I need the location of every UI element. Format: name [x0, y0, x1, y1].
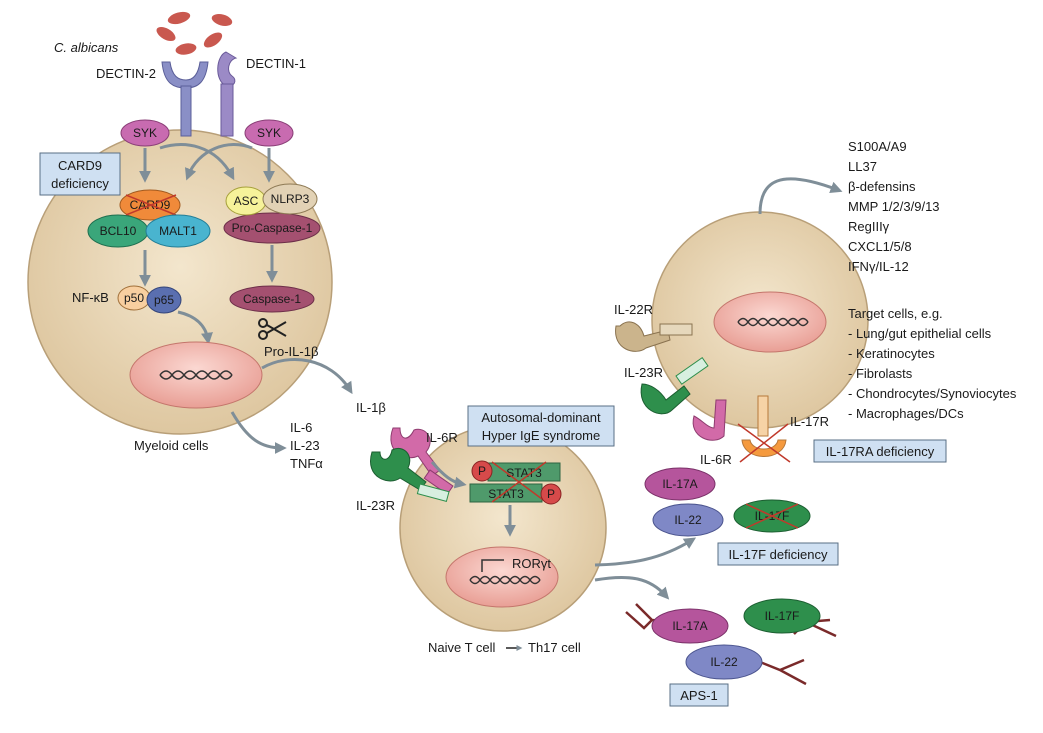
malt1-label: MALT1	[159, 224, 197, 238]
asc-label: ASC	[234, 194, 259, 208]
effector-item: β-defensins	[848, 179, 916, 194]
nlrp3-label: NLRP3	[271, 192, 310, 206]
effector-item: LL37	[848, 159, 877, 174]
p65-label: p65	[154, 293, 174, 307]
scissors-icon	[258, 318, 287, 340]
il-22r-label: IL-22R	[614, 302, 653, 317]
il-17a-bottom-label: IL-17A	[672, 619, 707, 633]
tnfa-label: TNFα	[290, 456, 323, 471]
target-cell-item: - Chondrocytes/Synoviocytes	[848, 386, 1017, 401]
il-23r-receptor	[370, 448, 450, 503]
effector-item: MMP 1/2/3/9/13	[848, 199, 940, 214]
il-23r-target-label: IL-23R	[624, 365, 663, 380]
il-6r-target-receptor	[692, 399, 727, 441]
p50-label: p50	[124, 291, 144, 305]
ad-hies-box	[467, 405, 615, 447]
syk-right	[244, 119, 294, 147]
pro-il-1b-label: Pro-IL-1β	[264, 344, 318, 359]
dna-helix-th17	[469, 559, 541, 585]
effector-item: RegIIIγ	[848, 219, 890, 234]
th17-cell-label: Th17 cell	[528, 640, 581, 655]
il-17ra-deficiency-box	[813, 439, 947, 463]
dectin-1-receptor	[217, 51, 238, 137]
effector-item: CXCL1/5/8	[848, 239, 912, 254]
il-1b-label: IL-1β	[356, 400, 386, 415]
il-17ra-deficiency-label: IL-17RA deficiency	[826, 444, 935, 459]
stat3-cross	[491, 461, 547, 503]
il-17r-label: IL-17R	[790, 414, 829, 429]
pro-caspase-1	[223, 212, 321, 244]
il-17f-cross	[745, 503, 799, 529]
il-17r-cross	[737, 423, 791, 463]
target-cells-title: Target cells, e.g.	[848, 306, 943, 321]
card9-deficiency-line2: deficiency	[51, 176, 109, 191]
nlrp3	[262, 183, 318, 215]
rorgt-label: RORγt	[512, 556, 551, 571]
target-cell-item: - Fibrolasts	[848, 366, 913, 381]
il-6r-target-label: IL-6R	[700, 452, 732, 467]
il-17a-top	[644, 467, 716, 501]
pro-caspase-1-label: Pro-Caspase-1	[232, 221, 313, 235]
stat3-bottom-label: STAT3	[488, 487, 524, 501]
il-6r-label: IL-6R	[426, 430, 458, 445]
p65	[146, 286, 182, 314]
ad-hies-line1: Autosomal-dominant	[481, 410, 601, 425]
target-nucleus	[713, 291, 827, 353]
dna-helix-myeloid	[159, 370, 233, 380]
target-cells-list: Target cells, e.g. - Lung/gut epithelial…	[848, 306, 1017, 421]
target-cell-item: - Lung/gut epithelial cells	[848, 326, 992, 341]
phospho-p-top	[471, 460, 493, 482]
c-albicans-spores	[153, 8, 236, 58]
caspase-1	[229, 285, 315, 313]
card9-deficiency-box	[39, 152, 121, 196]
myeloid-cells-label: Myeloid cells	[134, 438, 209, 453]
aps-1-label: APS-1	[680, 688, 718, 703]
malt1	[145, 214, 211, 248]
effector-item: S100A/A9	[848, 139, 907, 154]
il-6-label: IL-6	[290, 420, 312, 435]
il-17a-top-label: IL-17A	[662, 477, 697, 491]
syk-left-label: SYK	[133, 126, 157, 140]
antibody	[759, 658, 807, 686]
phospho-p-top-label: P	[478, 464, 486, 478]
bcl10-label: BCL10	[100, 224, 137, 238]
il-17f-deficiency-label: IL-17F deficiency	[729, 547, 828, 562]
il-17f-bottom-label: IL-17F	[765, 609, 800, 623]
il-23r-label: IL-23R	[356, 498, 395, 513]
card9-cross	[125, 194, 177, 216]
effector-list: S100A/A9 LL37 β-defensins MMP 1/2/3/9/13…	[848, 139, 940, 274]
syk-right-label: SYK	[257, 126, 281, 140]
il-22-top-label: IL-22	[674, 513, 702, 527]
il-23-label: IL-23	[290, 438, 320, 453]
caspase-1-label: Caspase-1	[243, 292, 301, 306]
il-23r-target-receptor	[640, 356, 709, 415]
card9-deficiency-line1: CARD9	[58, 158, 102, 173]
stat3-top-label: STAT3	[506, 466, 542, 480]
syk-left	[120, 119, 170, 147]
ad-hies-line2: Hyper IgE syndrome	[482, 428, 601, 443]
phospho-p-bottom	[540, 483, 562, 505]
il-22r-receptor	[615, 321, 693, 352]
il-17a-bottom	[651, 608, 729, 644]
effector-item: IFNγ/IL-12	[848, 259, 909, 274]
dectin-2-receptor	[161, 61, 209, 137]
il-22-bottom-label: IL-22	[710, 655, 738, 669]
il-17f-deficiency-box	[717, 542, 839, 566]
aps-1-box	[669, 683, 729, 707]
il-17f-bottom	[743, 598, 821, 634]
phospho-p-bottom-label: P	[547, 487, 555, 501]
target-cell-item: - Macrophages/DCs	[848, 406, 964, 421]
target-cell-item: - Keratinocytes	[848, 346, 935, 361]
il-22-bottom	[685, 644, 763, 680]
dectin-1-label: DECTIN-1	[246, 56, 306, 71]
naive-t-cell-label: Naive T cell	[428, 640, 496, 655]
nfkb-label: NF-κB	[72, 290, 109, 305]
dectin-2-label: DECTIN-2	[96, 66, 156, 81]
dna-helix-target	[737, 317, 809, 327]
il-22-top	[652, 503, 724, 537]
c-albicans-label: C. albicans	[54, 40, 119, 55]
